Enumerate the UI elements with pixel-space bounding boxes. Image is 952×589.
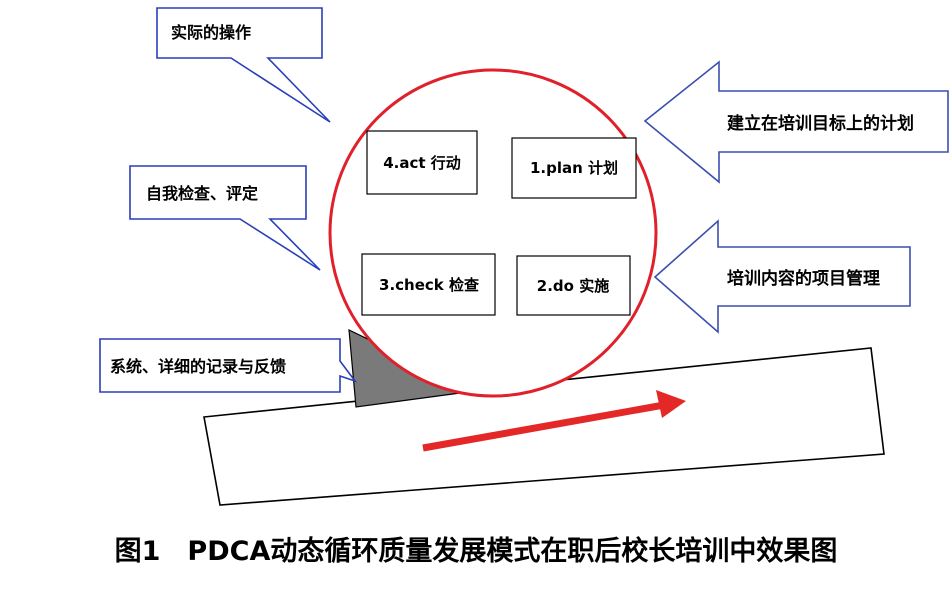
arrow-plan-basis-text: 建立在培训目标上的计划 <box>727 113 914 134</box>
callout-actual-operation: 实际的操作 <box>156 7 331 123</box>
callout-record-feedback-text: 系统、详细的记录与反馈 <box>110 357 286 376</box>
progress-arrow <box>422 390 686 452</box>
box-act: 4.act 行动 <box>366 130 478 195</box>
pdca-circle <box>328 68 658 398</box>
box-check-label: 3.check 检查 <box>379 276 480 294</box>
callout-record-feedback: 系统、详细的记录与反馈 <box>99 338 358 393</box>
box-do: 2.do 实施 <box>516 255 631 316</box>
figure-caption: 图1 PDCA动态循环质量发展模式在职后校长培训中效果图 <box>115 535 838 567</box>
box-act-label: 4.act 行动 <box>383 154 461 172</box>
callout-actual-operation-text: 实际的操作 <box>171 23 251 42</box>
arrow-project-management-text: 培训内容的项目管理 <box>727 268 880 289</box>
box-check: 3.check 检查 <box>361 253 496 316</box>
box-plan-label: 1.plan 计划 <box>530 159 618 177</box>
callout-self-check: 自我检查、评定 <box>129 165 321 271</box>
arrow-project-management: 培训内容的项目管理 <box>653 219 911 334</box>
callout-self-check-text: 自我检查、评定 <box>146 184 258 203</box>
arrow-plan-basis: 建立在培训目标上的计划 <box>643 60 949 184</box>
box-plan: 1.plan 计划 <box>511 137 637 199</box>
box-do-label: 2.do 实施 <box>537 277 609 295</box>
